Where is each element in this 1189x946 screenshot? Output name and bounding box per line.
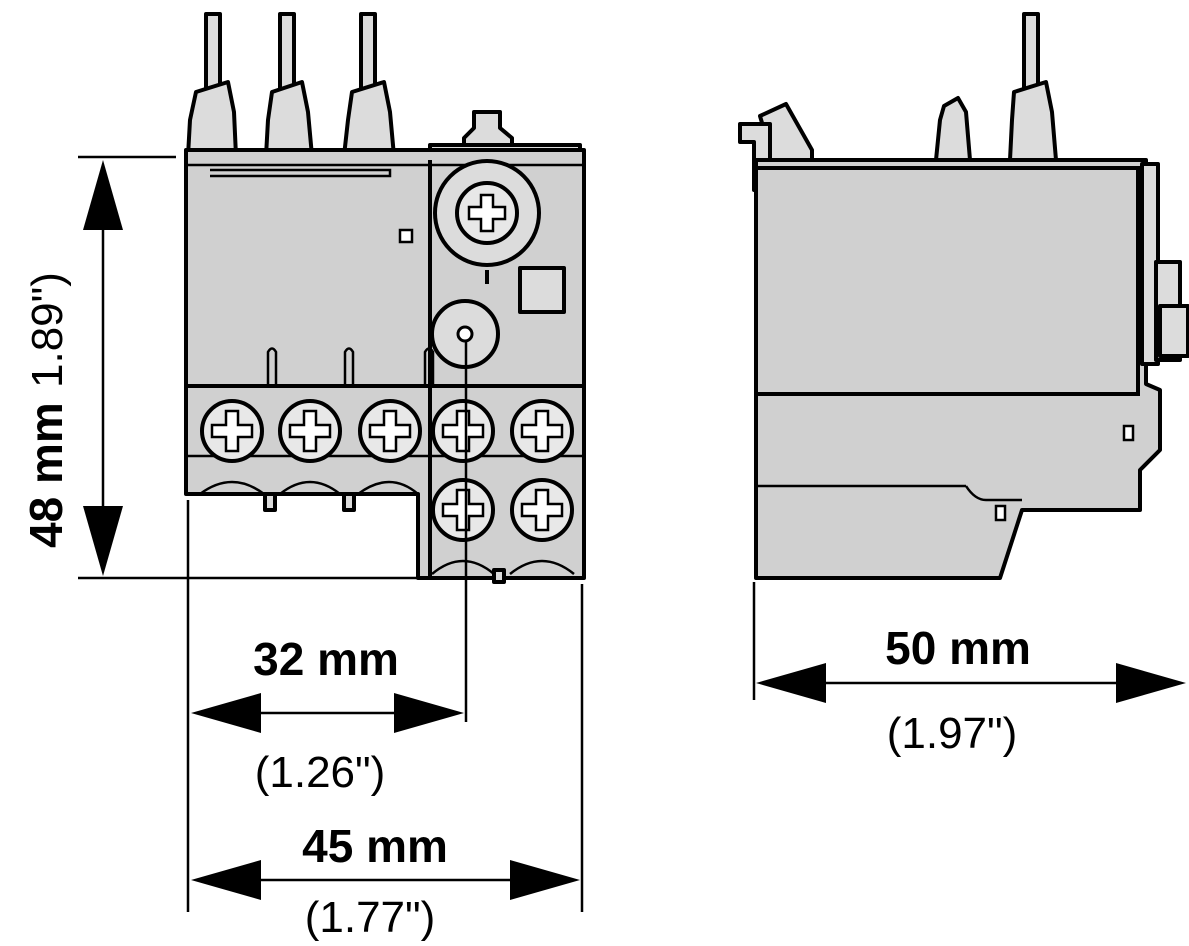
terminal-block [186, 347, 584, 584]
current-adjustment-dial [433, 159, 541, 284]
connection-pins [186, 12, 582, 159]
arrow-right-icon [1116, 663, 1186, 703]
front-width-imperial-label: (1.77") [305, 893, 436, 942]
arrow-right-icon [510, 860, 580, 900]
arrow-left-icon [756, 663, 826, 703]
front-view [184, 12, 586, 584]
side-housing [754, 158, 1162, 580]
dimension-lines [78, 155, 1186, 912]
trip-indicator [518, 266, 566, 314]
arrow-up-icon [83, 160, 123, 230]
terminal-offset-imperial-label: (1.26") [255, 748, 386, 797]
dimension-labels: 48 mm 1.89") 32 mm (1.26") 45 mm (1.77")… [20, 272, 1031, 942]
side-depth-imperial-label: (1.97") [887, 709, 1018, 758]
side-depth-metric-label: 50 mm [885, 622, 1031, 674]
front-width-metric-label: 45 mm [302, 820, 448, 872]
height-metric-label: 48 mm [20, 402, 72, 548]
height-imperial-label: 1.89") [23, 272, 72, 388]
side-view [738, 12, 1189, 580]
arrow-down-icon [83, 506, 123, 576]
terminal-offset-metric-label: 32 mm [253, 633, 399, 685]
arrow-left-icon [191, 693, 261, 733]
arrow-right-icon [394, 693, 464, 733]
arrow-left-icon [191, 860, 261, 900]
